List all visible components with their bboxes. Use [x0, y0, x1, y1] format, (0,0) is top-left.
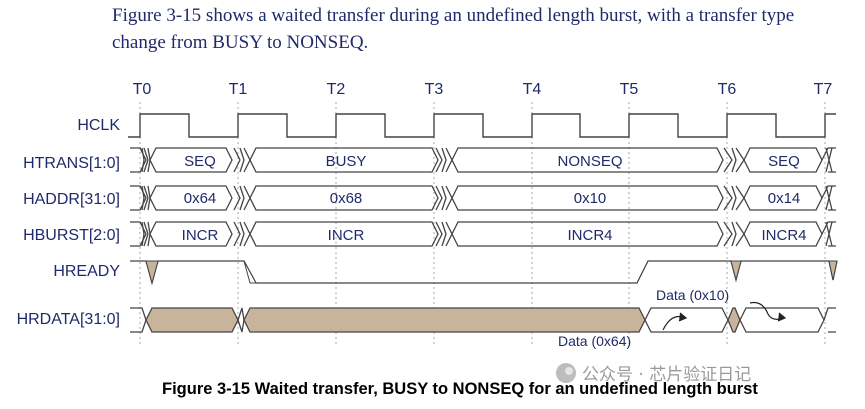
bus-segment: [149, 221, 233, 247]
bus-crossover: [723, 147, 745, 173]
haddr-value-0x64: 0x64: [184, 190, 217, 207]
clock-label-t7: T7: [814, 81, 833, 98]
annotation-data-0x10: Data (0x10): [656, 287, 729, 303]
hrdata-bus: [130, 307, 836, 333]
signal-name-hburst: HBURST[2:0]: [23, 227, 120, 244]
hburst-value-incr2: INCR: [328, 227, 365, 244]
clock-guides: [139, 102, 826, 346]
hrdata-shaded-1: [145, 307, 239, 333]
hready-wave: [130, 260, 838, 286]
bus-segment: [149, 185, 233, 211]
watermark: 公众号 · 芯片验证日记: [556, 360, 751, 385]
signal-name-hready: HREADY: [53, 263, 120, 280]
htrans-value-nonseq: NONSEQ: [557, 153, 622, 170]
clock-label-t2: T2: [327, 81, 346, 98]
signal-name-htrans: HTRANS[1:0]: [23, 155, 120, 172]
hburst-value-incr4b: INCR4: [761, 227, 806, 244]
clock-label-t4: T4: [523, 81, 542, 98]
annotation-data-0x64: Data (0x64): [558, 333, 631, 349]
signal-name-hrdata: HRDATA[31:0]: [17, 311, 120, 328]
hrdata-data-0x64: [644, 307, 729, 333]
hclk-wave: [128, 113, 836, 138]
intro-paragraph: Figure 3-15 shows a waited transfer duri…: [112, 5, 795, 53]
hburst-value-incr4: INCR4: [567, 227, 612, 244]
bus-lead-in: [130, 147, 147, 173]
hready-markers: [145, 260, 838, 285]
clock-label-t1: T1: [229, 81, 248, 98]
haddr-value-0x68: 0x68: [330, 190, 363, 207]
htrans-value-seq2: SEQ: [768, 153, 800, 170]
bus-segment: [451, 147, 724, 173]
bus-crossover: [233, 147, 251, 173]
figure-caption: Figure 3-15 Waited transfer, BUSY to NON…: [162, 380, 758, 398]
bus-lead-in: [130, 221, 147, 247]
clock-label-t6: T6: [718, 81, 737, 98]
hrdata-shaded-2: [243, 307, 646, 333]
htrans-value-busy: BUSY: [326, 153, 367, 170]
hburst-bus: [130, 221, 836, 247]
wechat-icon: [556, 362, 576, 383]
bus-segment: [149, 147, 233, 173]
bus-lead-in: [130, 185, 147, 211]
bus-crossover: [233, 185, 251, 211]
signal-name-hclk: HCLK: [77, 117, 120, 134]
hburst-value-incr: INCR: [182, 227, 219, 244]
watermark-text: 公众号 · 芯片验证日记: [582, 365, 752, 385]
clock-label-t3: T3: [425, 81, 444, 98]
bus-crossover: [723, 221, 745, 247]
signal-name-haddr: HADDR[31:0]: [23, 191, 120, 208]
bus-segment: [451, 221, 724, 247]
bus-segment: [451, 185, 724, 211]
annotation-arrows: [662, 301, 787, 331]
bus-trail: [821, 147, 836, 173]
bus-crossover: [233, 221, 251, 247]
bus-segment: [249, 221, 439, 247]
haddr-bus: [130, 185, 836, 211]
haddr-value-0x10: 0x10: [574, 190, 607, 207]
hrdata-shaded-3: [727, 307, 741, 333]
bus-trail: [821, 221, 836, 247]
htrans-bus: [130, 147, 836, 173]
clock-label-t0: T0: [133, 81, 152, 98]
clock-label-t5: T5: [620, 81, 639, 98]
arrow-data-0x10: [749, 301, 785, 320]
bus-trail: [821, 185, 836, 211]
haddr-value-0x14: 0x14: [768, 190, 801, 207]
hrdata-data-0x10: [739, 307, 825, 333]
bus-segment: [249, 147, 439, 173]
htrans-value-seq: SEQ: [184, 153, 216, 170]
bus-segment: [249, 185, 439, 211]
